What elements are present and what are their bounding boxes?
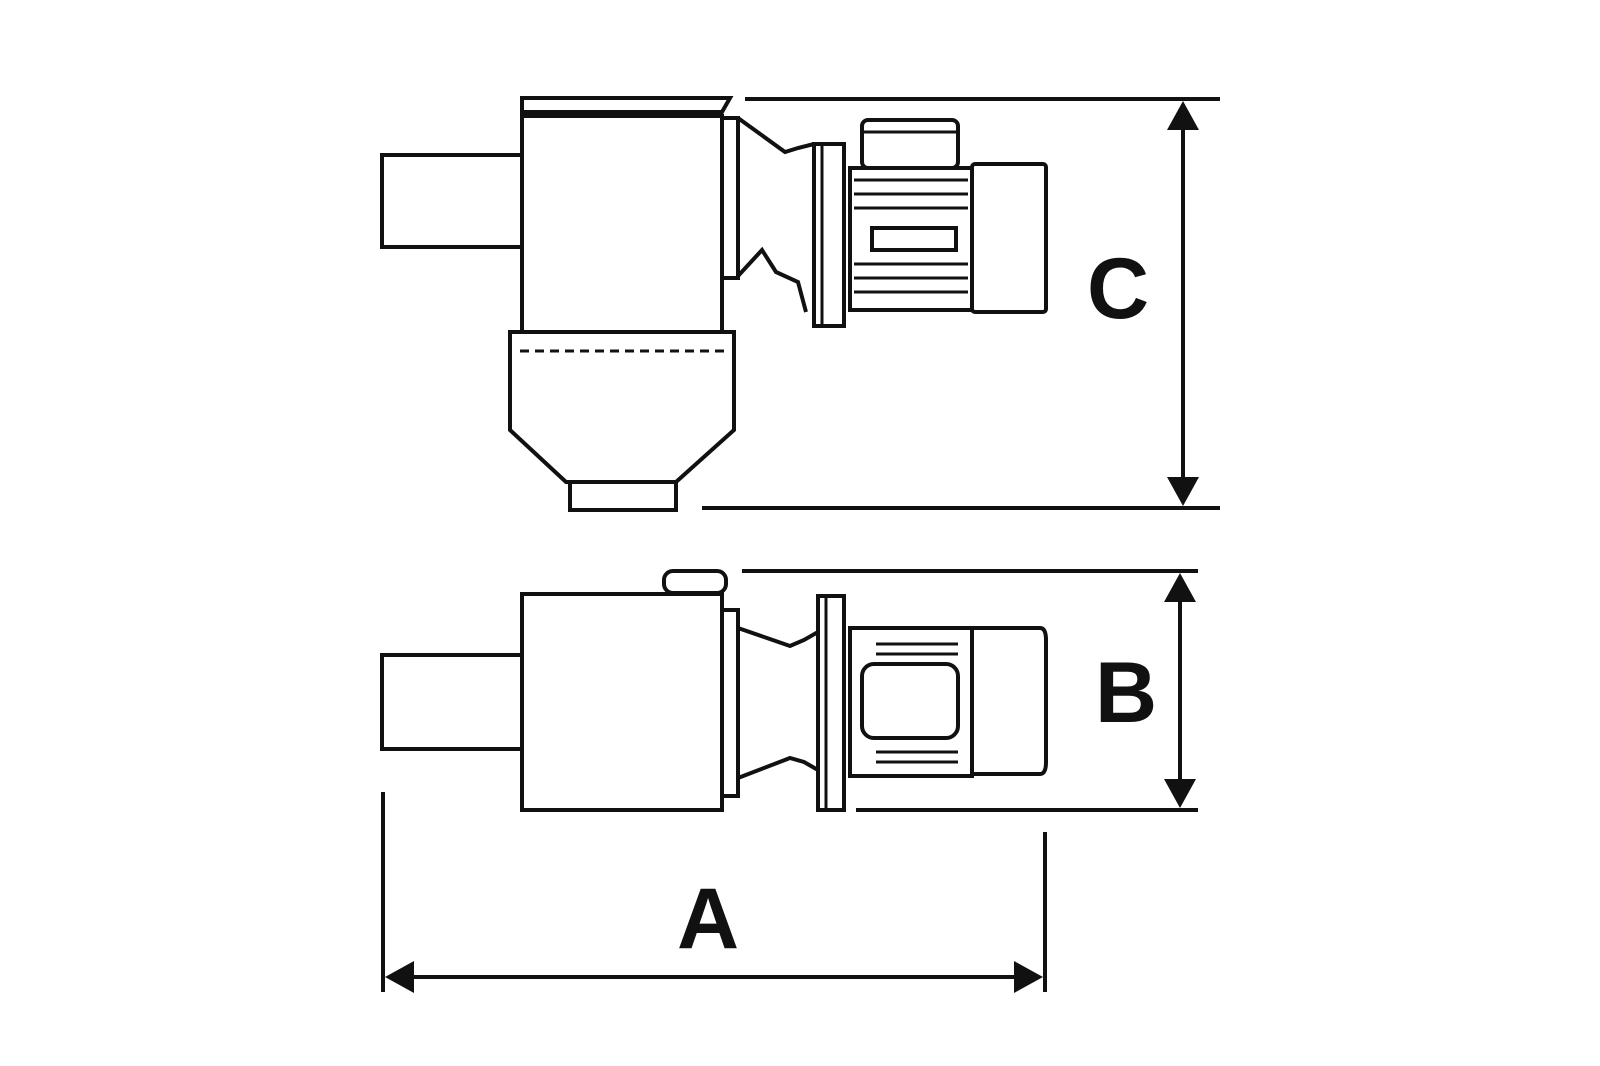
top-coupling-neck [737, 626, 819, 649]
side-inlet-pipe [380, 153, 524, 249]
top-motor-flange [816, 594, 846, 812]
side-motor-flange [812, 142, 846, 328]
dimension-c-arrow-bottom [1167, 477, 1199, 506]
dimension-c-label: C [1087, 241, 1149, 337]
dimension-b-label: B [1095, 645, 1157, 741]
side-motor-cooling-fins [854, 178, 968, 294]
dimension-b: B [742, 569, 1198, 812]
dimension-a: A [381, 792, 1047, 993]
top-inlet-pipe [380, 653, 524, 751]
side-hopper [508, 330, 736, 484]
side-fan-cover [970, 162, 1048, 314]
dimension-b-arrow-bottom [1164, 779, 1196, 808]
side-view [380, 96, 1048, 512]
side-main-housing [520, 114, 724, 334]
top-outlet-flange [720, 608, 740, 798]
top-coupling-neck-lower [737, 755, 819, 780]
dimension-a-label: A [677, 871, 739, 967]
side-coupling-neck-lower [736, 246, 808, 313]
side-motor-nameplate [870, 226, 958, 252]
top-main-housing [520, 592, 724, 812]
side-terminal-box [860, 118, 960, 170]
top-motor-terminal-box [860, 662, 960, 740]
dimension-c-arrow-top [1167, 101, 1199, 130]
side-coupling-neck [736, 116, 815, 155]
dimension-a-arrow-right [1014, 961, 1043, 993]
dimension-a-arrow-left [385, 961, 414, 993]
dimension-b-arrow-top [1164, 573, 1196, 602]
side-motor-body [848, 166, 974, 312]
dimension-c: C [702, 97, 1220, 510]
top-fan-cover [970, 626, 1048, 776]
side-discharge-spout [568, 480, 678, 512]
top-lid-handle [662, 569, 728, 595]
top-view [380, 569, 1048, 812]
side-top-lid [520, 96, 734, 114]
side-outlet-flange [720, 116, 740, 280]
top-motor-cooling-fins [876, 642, 958, 764]
top-motor-body [848, 626, 974, 778]
